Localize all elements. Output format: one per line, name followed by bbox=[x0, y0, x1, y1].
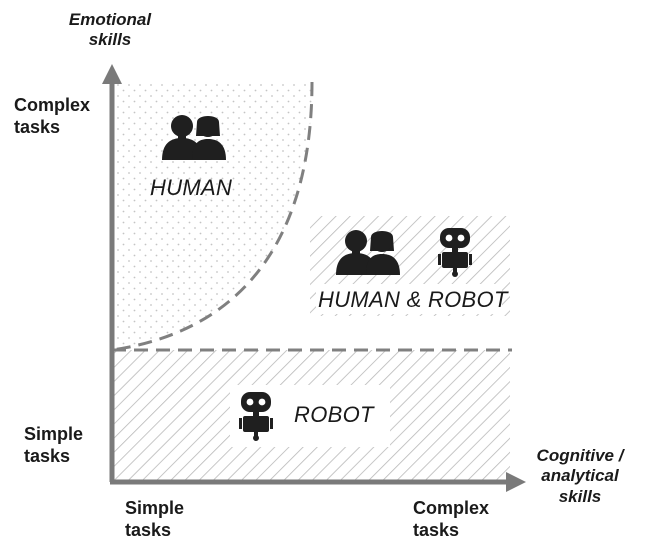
shared-region-label-box bbox=[316, 284, 502, 314]
y-axis-title: Emotional skills bbox=[48, 10, 172, 51]
x-axis-title-line: analytical bbox=[541, 466, 619, 486]
human-region bbox=[112, 82, 312, 350]
y-tick-complex-line: tasks bbox=[14, 116, 61, 137]
y-tick-simple-line: tasks bbox=[24, 445, 71, 466]
robot-icon bbox=[438, 228, 472, 277]
x-axis-title-line: skills bbox=[558, 486, 602, 506]
x-axis-title-line: Cognitive / bbox=[536, 446, 624, 465]
x-axis-arrow bbox=[506, 472, 526, 492]
y-tick-simple: Simple tasks bbox=[24, 424, 83, 467]
x-tick-simple-line: tasks bbox=[125, 519, 172, 540]
y-axis-arrow bbox=[102, 64, 122, 84]
y-axis-title-line: skills bbox=[88, 30, 132, 50]
y-tick-simple-line: Simple bbox=[24, 424, 84, 444]
human-boundary-curve bbox=[111, 81, 314, 352]
x-axis-title: Cognitive / analytical skills bbox=[522, 446, 638, 507]
x-tick-simple-line: Simple bbox=[125, 498, 185, 518]
x-tick-complex: Complex tasks bbox=[413, 498, 489, 541]
x-tick-complex-line: tasks bbox=[413, 519, 460, 540]
y-tick-complex: Complex tasks bbox=[14, 95, 90, 138]
human-zone-label: HUMAN bbox=[150, 175, 233, 200]
x-tick-simple: Simple tasks bbox=[125, 498, 184, 541]
y-tick-complex-line: Complex bbox=[14, 95, 91, 115]
shared-zone-label: HUMAN & ROBOT bbox=[318, 287, 508, 312]
people-icon bbox=[336, 230, 400, 275]
robot-icon bbox=[239, 392, 273, 441]
y-axis-title-line: Emotional bbox=[68, 10, 152, 29]
robot-zone-label: ROBOT bbox=[294, 402, 374, 427]
people-icon bbox=[162, 115, 226, 160]
x-tick-complex-line: Complex bbox=[413, 498, 490, 518]
